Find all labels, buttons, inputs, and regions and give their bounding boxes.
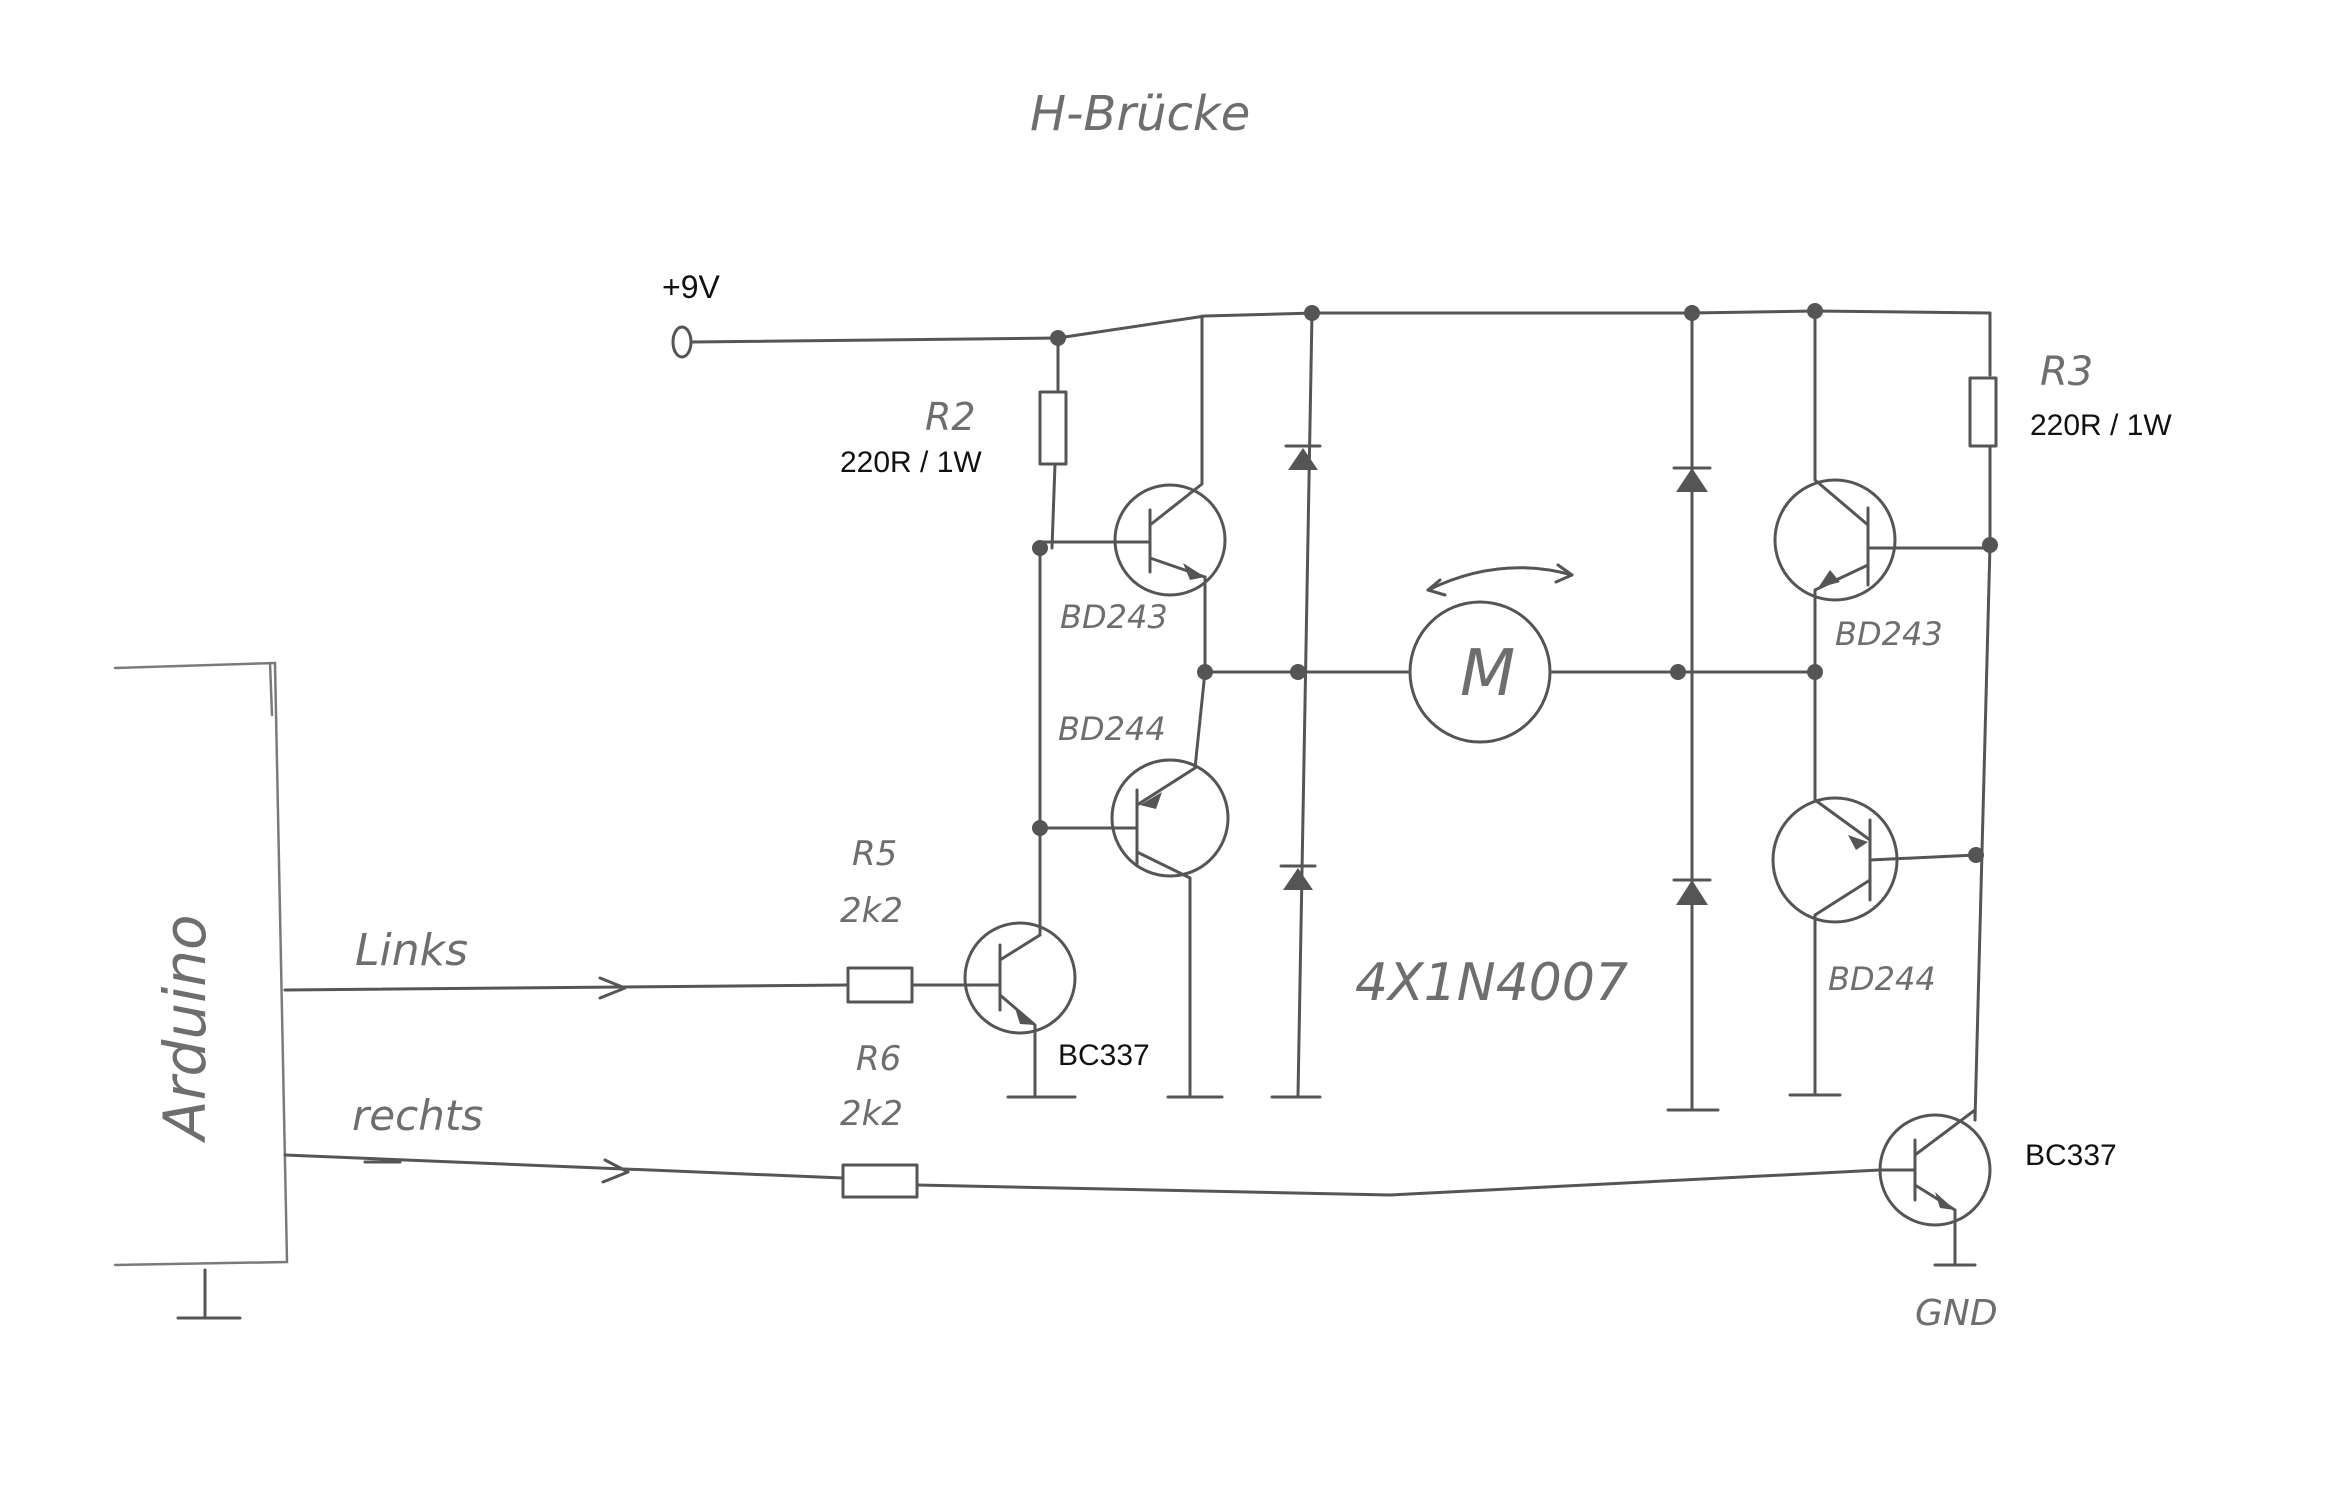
wire <box>268 661 274 717</box>
label-right-lower: BD244 <box>1828 960 1936 998</box>
wire <box>1050 462 1057 550</box>
emitter-arrow <box>1183 563 1205 580</box>
label-left-lower: BD244 <box>1058 710 1166 748</box>
junction-dot <box>1982 537 1998 553</box>
diode-upper-left <box>1288 448 1318 470</box>
motor-label: M <box>1460 637 1515 711</box>
signal-arrow <box>601 1158 630 1184</box>
emitter-arrow <box>1935 1192 1955 1210</box>
r5-name: R5 <box>852 834 897 874</box>
diode-upper-right <box>1676 468 1708 492</box>
ground-symbol <box>176 1268 242 1320</box>
transistor-leads <box>1038 766 1197 1097</box>
signal-right-label: rechts <box>352 1091 483 1140</box>
label-right-upper: BD243 <box>1835 615 1943 653</box>
r6-value: 2k2 <box>840 1094 903 1134</box>
emitter-arrow <box>1140 792 1162 809</box>
resistor-r2 <box>1038 390 1068 466</box>
junction-dot <box>1032 540 1048 556</box>
supply-label: +9V <box>662 269 720 305</box>
signal-left-label: Links <box>355 925 468 976</box>
emitter-arrow <box>1015 1008 1035 1025</box>
junction-dot <box>1290 664 1306 680</box>
diodes-label: 4X1N4007 <box>1355 953 1628 1013</box>
transistor-leads <box>1813 311 1992 674</box>
wire <box>1193 670 1207 770</box>
r3-value: 220R / 1W <box>2030 409 2172 442</box>
wire <box>915 1168 1917 1197</box>
transistor-left-lower <box>1110 758 1230 878</box>
wire <box>1973 543 1992 1122</box>
supply-terminal <box>671 325 693 359</box>
transistor-left-upper <box>1113 483 1227 597</box>
r2-value: 220R / 1W <box>840 446 982 479</box>
emitter-arrow <box>1818 570 1840 588</box>
resistor-r3 <box>1968 376 1998 448</box>
junction-dot <box>1807 303 1823 319</box>
transistor-leads <box>1038 314 1207 579</box>
r6-name: R6 <box>856 1039 901 1079</box>
junction-dot <box>1670 664 1686 680</box>
wire <box>1296 311 1314 1097</box>
label-right-driver: BC337 <box>2025 1139 2117 1172</box>
diagram-title: H-Brücke <box>1030 86 1250 142</box>
resistor-r6 <box>841 1163 919 1199</box>
transistor-leads <box>1813 670 1978 1097</box>
r5-value: 2k2 <box>840 891 903 931</box>
transistor-left-driver <box>963 921 1077 1035</box>
motor-symbol <box>1408 600 1552 744</box>
transistor-right-upper <box>1773 478 1897 602</box>
arduino-box <box>113 661 289 1267</box>
ground-label: GND <box>1915 1293 1998 1334</box>
arduino-label: Arduino <box>151 915 219 1144</box>
label-left-driver: BC337 <box>1058 1039 1150 1072</box>
rotation-arrow <box>1426 566 1574 592</box>
label-left-upper: BD243 <box>1060 598 1168 636</box>
wire <box>283 983 850 992</box>
diode-lower-left <box>1283 868 1313 890</box>
diode-lower-right <box>1676 880 1708 905</box>
r2-name: R2 <box>925 395 976 439</box>
arrowheads <box>1426 563 1574 597</box>
r3-name: R3 <box>2040 349 2093 395</box>
supply-rail <box>690 309 1992 344</box>
emitter-arrow <box>1848 835 1868 850</box>
resistor-r5 <box>846 966 914 1004</box>
transistor-leads <box>1913 1108 1977 1267</box>
wire <box>283 1153 845 1180</box>
signal-arrow <box>598 976 627 1000</box>
